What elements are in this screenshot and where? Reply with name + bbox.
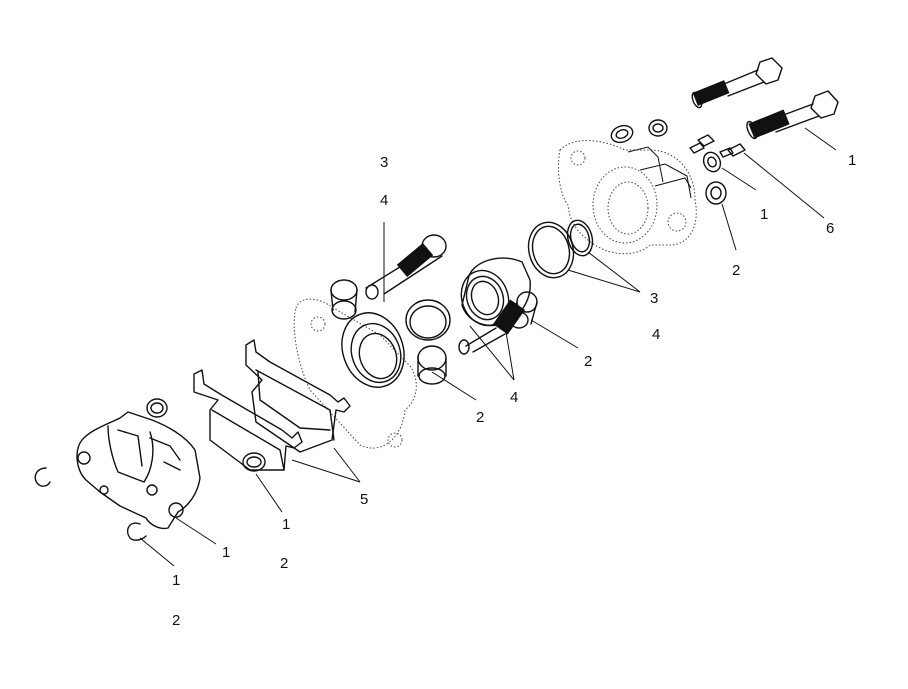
callout-2-ring: 2 [476, 409, 484, 426]
callout-1-housing: 1 [222, 544, 230, 561]
callout-3-top: 3 [380, 154, 388, 171]
slide-pin-middle [458, 299, 525, 355]
slide-pin-upper [365, 234, 447, 300]
bleeder-screw [689, 134, 746, 158]
washer-set-upper [610, 119, 727, 205]
retaining-clip [34, 467, 147, 541]
callout-2-bushing: 2 [584, 353, 592, 370]
callout-4-seals: 4 [652, 326, 660, 343]
brake-pad-rear [245, 339, 351, 453]
callout-1-washer: 1 [760, 206, 768, 223]
caliper-body-outer [557, 140, 697, 255]
callout-4-pin: 4 [510, 389, 518, 406]
long-bolt-lower [746, 90, 839, 140]
bracket-seal [341, 312, 405, 388]
piston-ring-stack [405, 299, 451, 385]
callout-6-bleeder: 6 [826, 220, 834, 237]
bushing-left [330, 279, 358, 320]
callout-2-clip: 2 [172, 612, 180, 629]
callout-5-pads: 5 [360, 491, 368, 508]
long-bolt-upper [691, 57, 783, 109]
callout-3-seals: 3 [650, 290, 658, 307]
callout-labels: 3 4 1 1 6 2 3 4 2 4 2 5 1 2 1 1 2 [172, 152, 856, 629]
caliper-piston [460, 257, 531, 327]
pad-pin-bushing [146, 398, 266, 472]
callout-2-cup: 2 [280, 555, 288, 572]
caliper-housing [76, 411, 201, 530]
callout-4-top: 4 [380, 192, 388, 209]
piston-seal-rings [527, 219, 594, 279]
leader-lines [139, 127, 837, 567]
callout-1-bolt: 1 [848, 152, 856, 169]
caliper-bracket [293, 298, 417, 449]
callout-2-washer: 2 [732, 262, 740, 279]
brake-pad-front [193, 369, 303, 471]
callout-1-clip: 1 [172, 572, 180, 589]
callout-1-cup: 1 [282, 516, 290, 533]
